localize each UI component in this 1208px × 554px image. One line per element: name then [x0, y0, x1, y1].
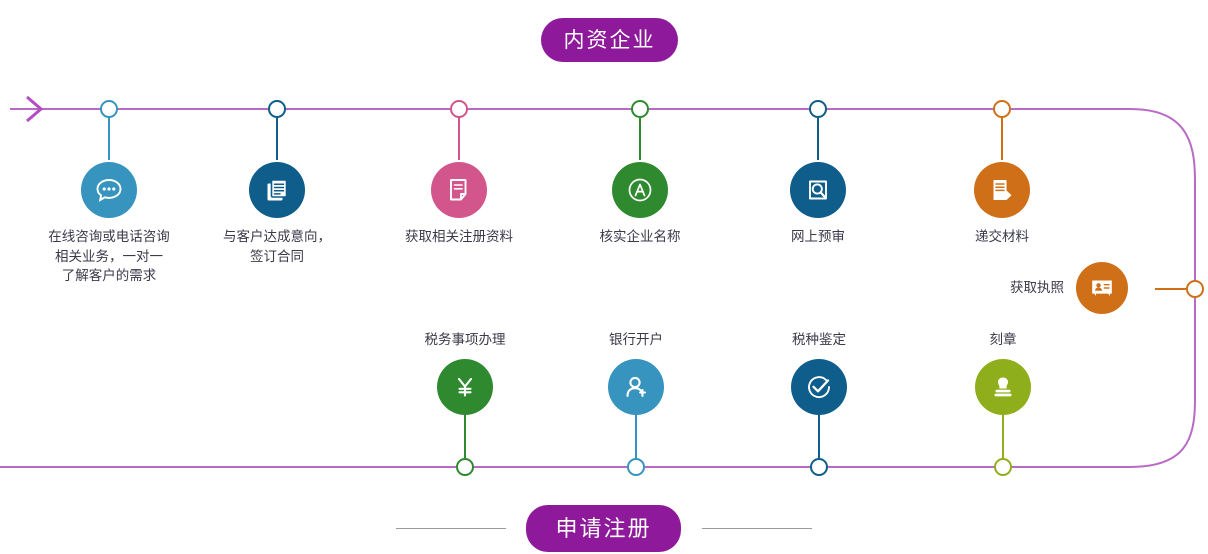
top-rings	[100, 100, 1011, 118]
step-node-sign-contract[interactable]: 与客户达成意向， 签订合同	[197, 162, 357, 266]
letter-a-circle-icon	[612, 162, 668, 218]
search-review-icon	[790, 162, 846, 218]
step-label: 获取相关注册资料	[405, 229, 513, 244]
chat-bubble-icon	[81, 162, 137, 218]
step-label: 银行开户	[609, 332, 663, 347]
step-node-collect-materials[interactable]: 获取相关注册资料	[379, 162, 539, 247]
check-circle-icon	[791, 358, 847, 415]
step-label: 刻章	[989, 332, 1017, 347]
step-node-tax-matters[interactable]: 税务事项办理	[385, 330, 545, 415]
bottom-rings	[456, 458, 1012, 476]
step-node-verify-company-name[interactable]: 核实企业名称	[560, 162, 720, 247]
license-ring	[1186, 280, 1204, 298]
step-node-bank-account[interactable]: 银行开户	[556, 330, 716, 415]
top-stems	[108, 118, 1003, 160]
banner-bottom-title: 申请注册	[526, 505, 681, 552]
step-label: 核实企业名称	[599, 229, 681, 244]
step-node-tax-type-assessment[interactable]: 税种鉴定	[739, 330, 899, 415]
step-node-obtain-license[interactable]: 获取执照	[1010, 262, 1128, 314]
note-page-icon	[431, 162, 487, 218]
contract-document-icon	[249, 162, 305, 218]
bottom-stems	[464, 415, 1004, 458]
submit-document-icon	[974, 162, 1030, 218]
license-card-icon	[1076, 262, 1128, 314]
step-label: 税种鉴定	[792, 332, 846, 347]
arrow-right-icon	[26, 95, 44, 123]
step-label: 在线咨询或电话咨询 相关业务，一对一 了解客户的需求	[48, 229, 170, 284]
step-node-online-prereview[interactable]: 网上预审	[738, 162, 898, 247]
yuan-currency-icon	[437, 358, 493, 415]
step-label: 税务事项办理	[424, 332, 506, 347]
step-node-submit-materials[interactable]: 递交材料	[922, 162, 1082, 247]
stamp-icon	[975, 358, 1031, 415]
step-node-carve-seal[interactable]: 刻章	[923, 330, 1083, 415]
add-person-icon	[608, 358, 664, 415]
step-label: 获取执照	[1010, 280, 1064, 296]
step-node-online-consultation[interactable]: 在线咨询或电话咨询 相关业务，一对一 了解客户的需求	[29, 162, 189, 286]
banner-rule-right	[702, 528, 812, 529]
step-label: 网上预审	[791, 229, 845, 244]
step-label: 递交材料	[975, 229, 1029, 244]
banner-top-title: 内资企业	[541, 18, 678, 62]
banner-rule-left	[396, 528, 506, 529]
step-label: 与客户达成意向， 签订合同	[223, 229, 331, 264]
